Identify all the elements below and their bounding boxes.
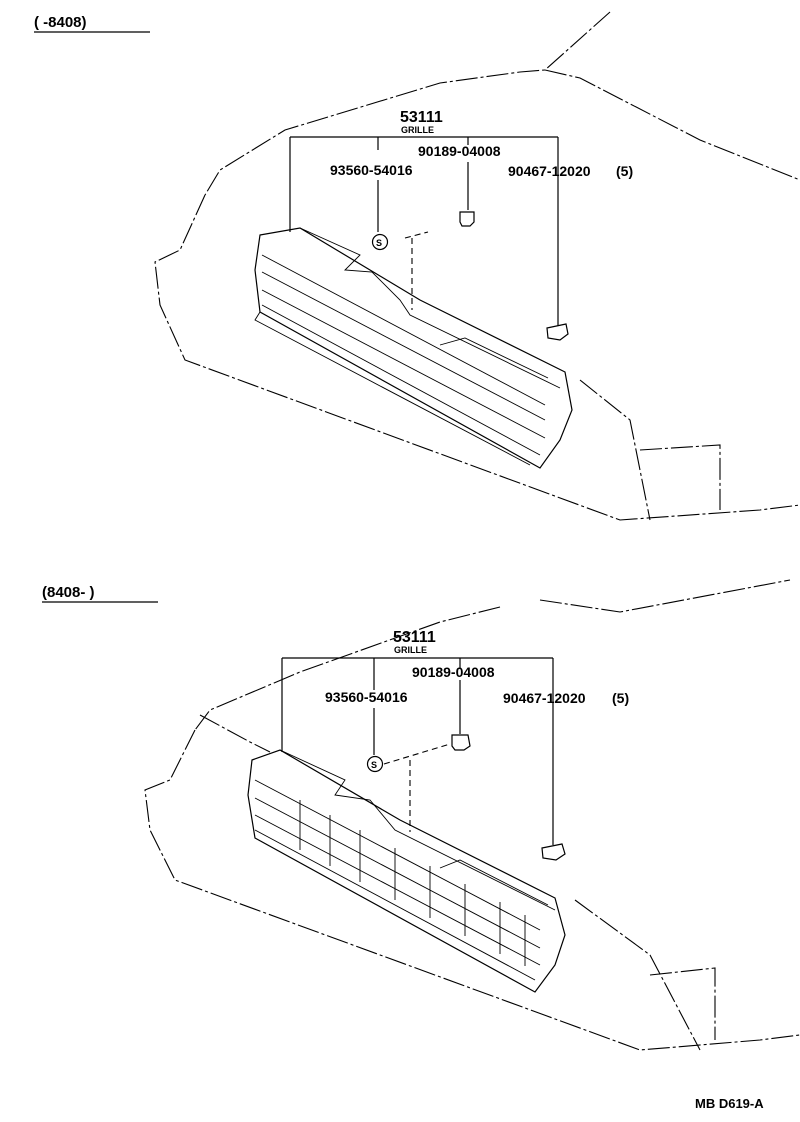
grille-bar-1-top xyxy=(261,254,546,406)
grille-louvres-bottom xyxy=(299,800,526,966)
grille-tab-top xyxy=(439,337,549,379)
bumper-outline-bottom xyxy=(144,729,800,1051)
nut-part-no-bottom: 90467-12020 xyxy=(503,690,586,706)
grille-bar-4-bottom xyxy=(254,829,536,981)
range-label-top: ( -8408) xyxy=(34,14,87,31)
callout-dashed-top xyxy=(404,231,429,310)
lower-body-line-top xyxy=(539,579,791,613)
screw-symbol-top: S xyxy=(376,238,382,248)
grille-top-edge-top xyxy=(299,227,561,389)
screw-top: S xyxy=(371,233,389,251)
grille-part-no-bottom: 53111 xyxy=(393,629,436,646)
headlamp-outline-bottom xyxy=(649,967,716,1040)
range-label-bottom: (8408- ) xyxy=(42,584,95,601)
car-body-bottom xyxy=(144,606,800,1051)
clip-part-no-bottom: 90189-04008 xyxy=(412,664,495,680)
grille-bar-3-top xyxy=(261,289,546,439)
screw-symbol-bottom: S xyxy=(371,760,377,770)
screw-circle-bottom xyxy=(366,755,384,773)
grille-lower-lip-top xyxy=(254,311,531,466)
screw-part-no-bottom: 93560-54016 xyxy=(325,689,408,705)
hood-crease-top xyxy=(544,69,800,181)
callouts-bottom xyxy=(281,657,554,845)
grille-bar-3-bottom xyxy=(254,814,541,966)
grille-bottom xyxy=(247,749,566,993)
hood-edge-bottom xyxy=(194,606,501,731)
clip-part-top xyxy=(459,211,475,227)
nut-qty-bottom: (5) xyxy=(612,690,629,706)
nut-part-bottom xyxy=(541,843,566,861)
clip-part-no-top: 90189-04008 xyxy=(418,143,501,159)
grille-name-bottom: GRILLE xyxy=(394,645,427,655)
nut-qty-top: (5) xyxy=(616,163,633,179)
headlamp-outline-top xyxy=(639,444,721,510)
bumper-outline-top xyxy=(154,194,800,521)
screw-part-no-top: 93560-54016 xyxy=(330,162,413,178)
grille-bar-4-top xyxy=(261,304,541,456)
grille-name-top: GRILLE xyxy=(401,125,434,135)
car-body-top xyxy=(154,11,800,613)
clip-part-bottom xyxy=(451,734,471,751)
diagram-code: MB D619-A xyxy=(695,1096,764,1111)
grille-bar-1-bottom xyxy=(254,779,541,931)
section-top: ( -8408) xyxy=(34,11,800,613)
grille-tab-bottom xyxy=(439,859,549,906)
section-bottom: (8408- ) xyxy=(42,584,800,1051)
grille-bar-2-bottom xyxy=(254,797,541,949)
nut-part-top xyxy=(546,323,569,341)
callouts-top xyxy=(289,136,559,330)
bumper-side-top xyxy=(579,379,651,521)
grille-bar-2-top xyxy=(261,271,546,421)
grille-top xyxy=(254,227,573,469)
grille-louvre-lines-bottom xyxy=(299,800,526,966)
grille-part-no-top: 53111 xyxy=(400,109,443,126)
hood-crease-bottom xyxy=(199,714,271,753)
screw-bottom: S xyxy=(366,755,384,773)
grille-frame-bottom xyxy=(247,749,566,993)
bumper-side-bottom xyxy=(574,899,701,1051)
grille-top-edge-bottom xyxy=(279,749,556,911)
nut-part-no-top: 90467-12020 xyxy=(508,163,591,179)
callout-dashed-bottom xyxy=(383,743,451,832)
screw-circle-top xyxy=(371,233,389,251)
grille-frame-top xyxy=(254,227,573,469)
